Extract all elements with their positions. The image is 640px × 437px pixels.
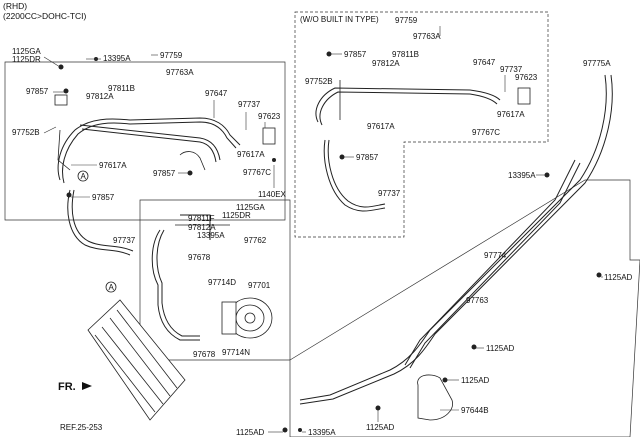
front-arrow-icon [82,382,92,390]
label-1125ad-e: 1125AD [366,423,395,432]
label-97678-a: 97678 [188,253,211,262]
bolt-1125ga [58,64,64,70]
header-rhd: (RHD) [3,1,27,11]
main-tube-assembly [57,117,241,256]
label-97647-a: 97647 [205,89,228,98]
callout-a-2-letter: A [109,283,115,292]
inset-label-97759: 97759 [395,16,418,25]
label-97701: 97701 [248,281,271,290]
inset-label-97857-a: 97857 [344,50,367,59]
bolt-97857-b [66,192,72,198]
inset-label-97617a-a: 97617A [367,122,395,131]
bolt-1125ad-c [442,377,448,383]
label-1140ex: 1140EX [258,190,287,199]
inset-label-97857-b: 97857 [356,153,379,162]
label-1125ad-a: 1125AD [604,273,633,282]
label-97737-a: 97737 [238,100,261,109]
callout-a-1 [77,170,89,182]
inset-label-97623: 97623 [515,73,538,82]
inset-label-97737-a: 97737 [500,65,523,74]
nut-13395a-c [544,172,550,178]
label-13395a-b: 13395A [197,231,225,240]
bracket-97752b [54,94,68,106]
bolt-97857-c [187,170,193,176]
sensor-97623-inset [517,87,531,105]
label-97617a-a: 97617A [99,161,127,170]
condenser [87,299,186,421]
bolt-1140ex [272,158,276,162]
callout-a-2 [105,281,117,293]
main-leaders [43,54,275,198]
label-97714d: 97714D [208,278,236,287]
label-97767c-a: 97767C [243,168,271,177]
callout-a-1-letter: A [81,172,87,181]
label-97623-a: 97623 [258,112,281,121]
sensor-97623 [262,127,276,145]
bolt-1125ad-a [596,272,602,278]
inset-label-97752b: 97752B [305,77,333,86]
inset-tube-assembly [315,80,501,212]
ref-label: REF.25-253 [60,423,103,432]
label-97763: 97763 [466,296,489,305]
label-13395a-c: 13395A [508,171,536,180]
label-1125ad-b: 1125AD [486,344,515,353]
inset-label-97811b: 97811B [392,50,419,59]
label-1125ga-b: 1125GA [236,203,265,212]
inset-label-97812a: 97812A [372,59,400,68]
bolt-97857-inset-b [339,154,345,160]
direction-label: FR. [58,381,76,393]
long-tube-assembly [299,74,613,405]
inset-label-97737-b: 97737 [378,189,401,198]
label-1125ad-d: 1125AD [236,428,265,437]
right-leaders [268,174,603,433]
inset-label-97647: 97647 [473,58,496,67]
label-1125ga-a: 1125GA [12,47,41,56]
label-97857-a: 97857 [26,87,49,96]
label-97811b-a: 97811B [108,84,135,93]
label-97763a-a: 97763A [166,68,194,77]
inset-label-97617a-b: 97617A [497,110,525,119]
bolt-97857-inset-a [326,51,332,57]
label-97752b-a: 97752B [12,128,40,137]
label-97775a: 97775A [583,59,611,68]
inset-label-97767c: 97767C [472,128,500,137]
nut-13395a-d [298,428,302,432]
bolt-1125ad-b [471,344,477,350]
inset-title: (W/O BUILT IN TYPE) [300,15,379,24]
label-97644b: 97644B [461,406,489,415]
inset-leaders [331,26,506,158]
label-97812a-a: 97812A [86,92,114,101]
compressor-tube-assembly [151,214,230,341]
label-1125dr-b: 1125DR [222,211,251,220]
label-97762: 97762 [244,236,267,245]
receiver-drier [417,374,453,421]
label-1125dr-a: 1125DR [12,55,41,64]
label-97759-a: 97759 [160,51,183,60]
bolt-97857-a [63,88,69,94]
header-engine: (2200CC>DOHC-TCI) [3,11,87,21]
main-assembly-frame [4,61,286,221]
inset-variant-frame [294,11,549,238]
bolt-1125ad-e [375,405,381,411]
label-1125ad-c: 1125AD [461,376,490,385]
label-97857-b: 97857 [153,169,176,178]
label-97737-b: 97737 [113,236,136,245]
inset-label-97763a: 97763A [413,32,441,41]
label-97617a-b: 97617A [237,150,265,159]
label-13395a-a: 13395A [103,54,131,63]
bolt-1125ad-d [282,427,288,433]
label-97811f: 97811F [188,214,215,223]
label-97714n: 97714N [222,348,250,357]
label-97857-c: 97857 [92,193,115,202]
long-tube-frame [289,179,640,437]
label-13395a-d: 13395A [308,428,336,437]
label-97774: 97774 [484,251,507,260]
label-97812a-b: 97812A [188,223,216,232]
compressor [221,297,273,339]
label-97678-b: 97678 [193,350,216,359]
